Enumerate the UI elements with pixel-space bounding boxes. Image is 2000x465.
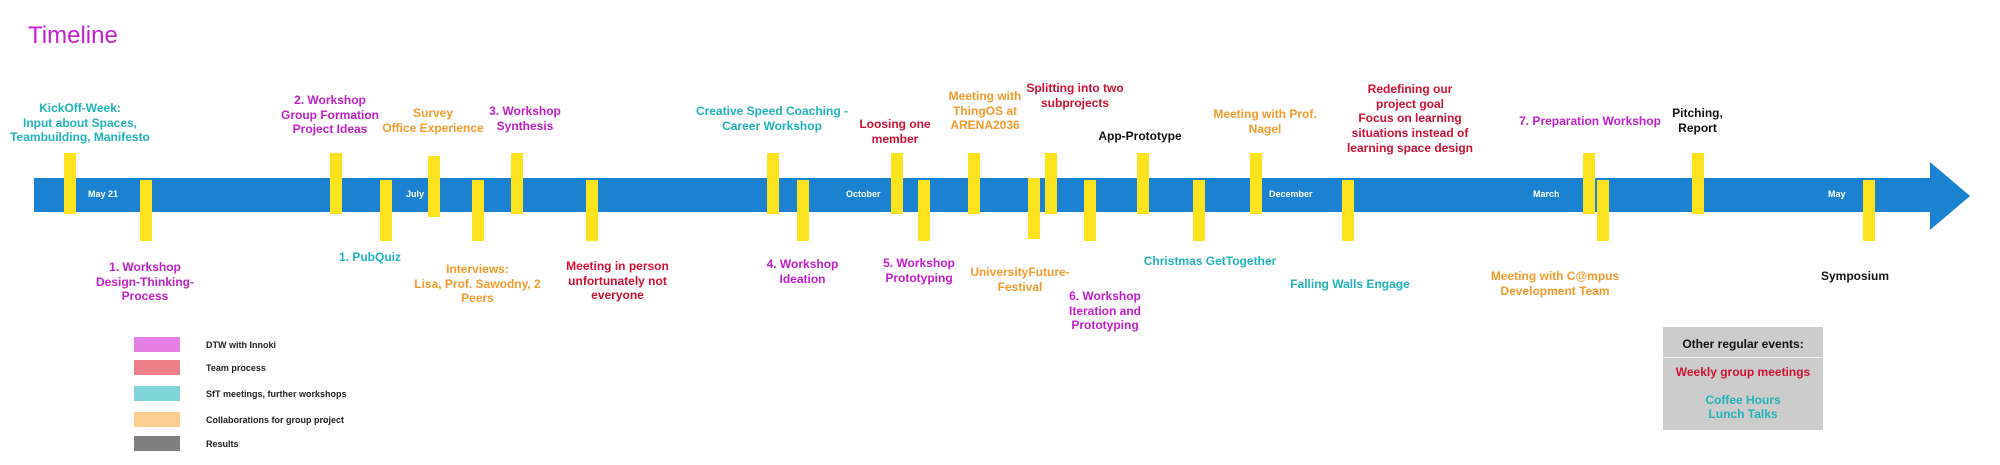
event-workshop-5: 5. Workshop Prototyping bbox=[883, 256, 955, 285]
timeline-marker bbox=[140, 180, 152, 241]
month-label: May bbox=[1828, 189, 1846, 199]
timeline-marker bbox=[968, 153, 980, 214]
event-kickoff-week: KickOff-Week: Input about Spaces, Teambu… bbox=[10, 101, 150, 145]
page-title: Timeline bbox=[28, 22, 118, 49]
timeline-marker bbox=[1692, 153, 1704, 214]
timeline-marker bbox=[428, 156, 440, 217]
event-workshop-4: 4. Workshop Ideation bbox=[766, 257, 839, 286]
timeline-marker bbox=[797, 180, 809, 241]
legend-label: SfT meetings, further workshops bbox=[206, 389, 347, 399]
other-events-weekly: Weekly group meetings bbox=[1675, 365, 1811, 379]
legend-label: Collaborations for group project bbox=[206, 415, 345, 425]
month-label: October bbox=[846, 189, 881, 199]
timeline-marker bbox=[918, 180, 930, 241]
event-loosing-member: Loosing one member bbox=[859, 117, 931, 146]
event-falling-walls: Falling Walls Engage bbox=[1290, 277, 1410, 291]
timeline-marker bbox=[1583, 153, 1595, 214]
legend-label: DTW with Innoki bbox=[206, 340, 276, 350]
timeline-marker bbox=[511, 153, 523, 214]
event-university-future-festival: UniversityFuture- Festival bbox=[970, 265, 1070, 294]
event-pubquiz: 1. PubQuiz bbox=[338, 250, 401, 264]
event-redefining-goal: Redefining our project goal Focus on lea… bbox=[1346, 82, 1474, 155]
timeline-marker bbox=[380, 180, 392, 241]
timeline-marker bbox=[586, 180, 598, 241]
other-events-box: Other regular events: Weekly group meeti… bbox=[1663, 327, 1823, 430]
event-workshop-7: 7. Preparation Workshop bbox=[1519, 114, 1661, 128]
event-workshop-1: 1. Workshop Design-Thinking- Process bbox=[96, 260, 194, 304]
event-workshop-2: 2. Workshop Group Formation Project Idea… bbox=[281, 93, 379, 137]
timeline-arrowhead bbox=[1930, 162, 1970, 230]
legend-label: Team process bbox=[206, 363, 266, 373]
month-label: July bbox=[406, 189, 425, 199]
other-events-title: Other regular events: bbox=[1682, 337, 1804, 351]
timeline-marker bbox=[767, 153, 779, 214]
event-meeting-campus: Meeting with C@mpus Development Team bbox=[1490, 269, 1620, 298]
event-app-prototype: App-Prototype bbox=[1098, 129, 1182, 143]
month-label: December bbox=[1269, 189, 1313, 199]
legend-swatch bbox=[134, 436, 180, 451]
event-survey: Survey Office Experience bbox=[382, 106, 484, 135]
timeline-marker bbox=[1597, 180, 1609, 241]
timeline-marker bbox=[891, 153, 903, 214]
event-workshop-6: 6. Workshop Iteration and Prototyping bbox=[1068, 289, 1141, 333]
timeline-marker bbox=[1045, 153, 1057, 214]
timeline-marker bbox=[1028, 178, 1040, 239]
timeline-marker bbox=[1250, 153, 1262, 214]
timeline-marker bbox=[1863, 180, 1875, 241]
timeline-marker bbox=[1342, 180, 1354, 241]
legend-swatch bbox=[134, 386, 180, 401]
legend-label: Results bbox=[206, 439, 239, 449]
event-workshop-3: 3. Workshop Synthesis bbox=[489, 104, 561, 133]
legend-swatch bbox=[134, 412, 180, 427]
event-pitching-report: Pitching, Report bbox=[1672, 106, 1723, 135]
event-symposium: Symposium bbox=[1820, 269, 1889, 283]
other-events-regular: Coffee Hours Lunch Talks bbox=[1705, 393, 1781, 422]
timeline-marker bbox=[1193, 180, 1205, 241]
month-label: May 21 bbox=[88, 189, 119, 199]
timeline-marker bbox=[1137, 153, 1149, 214]
event-meeting-prof-nagel: Meeting with Prof. Nagel bbox=[1213, 107, 1317, 136]
timeline-marker bbox=[330, 153, 342, 214]
event-meeting-in-person: Meeting in person unfortunately not ever… bbox=[566, 259, 669, 303]
legend-swatch bbox=[134, 337, 180, 352]
event-christmas-gettogether: Christmas GetTogether bbox=[1143, 254, 1277, 268]
timeline-arrow bbox=[34, 178, 1934, 212]
event-splitting-subprojects: Splitting into two subprojects bbox=[1026, 81, 1124, 110]
legend-swatch bbox=[134, 360, 180, 375]
event-meeting-thingos: Meeting with ThingOS at ARENA2036 bbox=[948, 89, 1022, 133]
month-label: March bbox=[1533, 189, 1560, 199]
event-speed-coaching: Creative Speed Coaching - Career Worksho… bbox=[695, 104, 849, 133]
timeline-marker bbox=[472, 180, 484, 241]
timeline-marker bbox=[64, 153, 76, 214]
timeline-marker bbox=[1084, 180, 1096, 241]
divider bbox=[1663, 357, 1823, 358]
event-interviews: Interviews: Lisa, Prof. Sawodny, 2 Peers bbox=[414, 262, 541, 306]
